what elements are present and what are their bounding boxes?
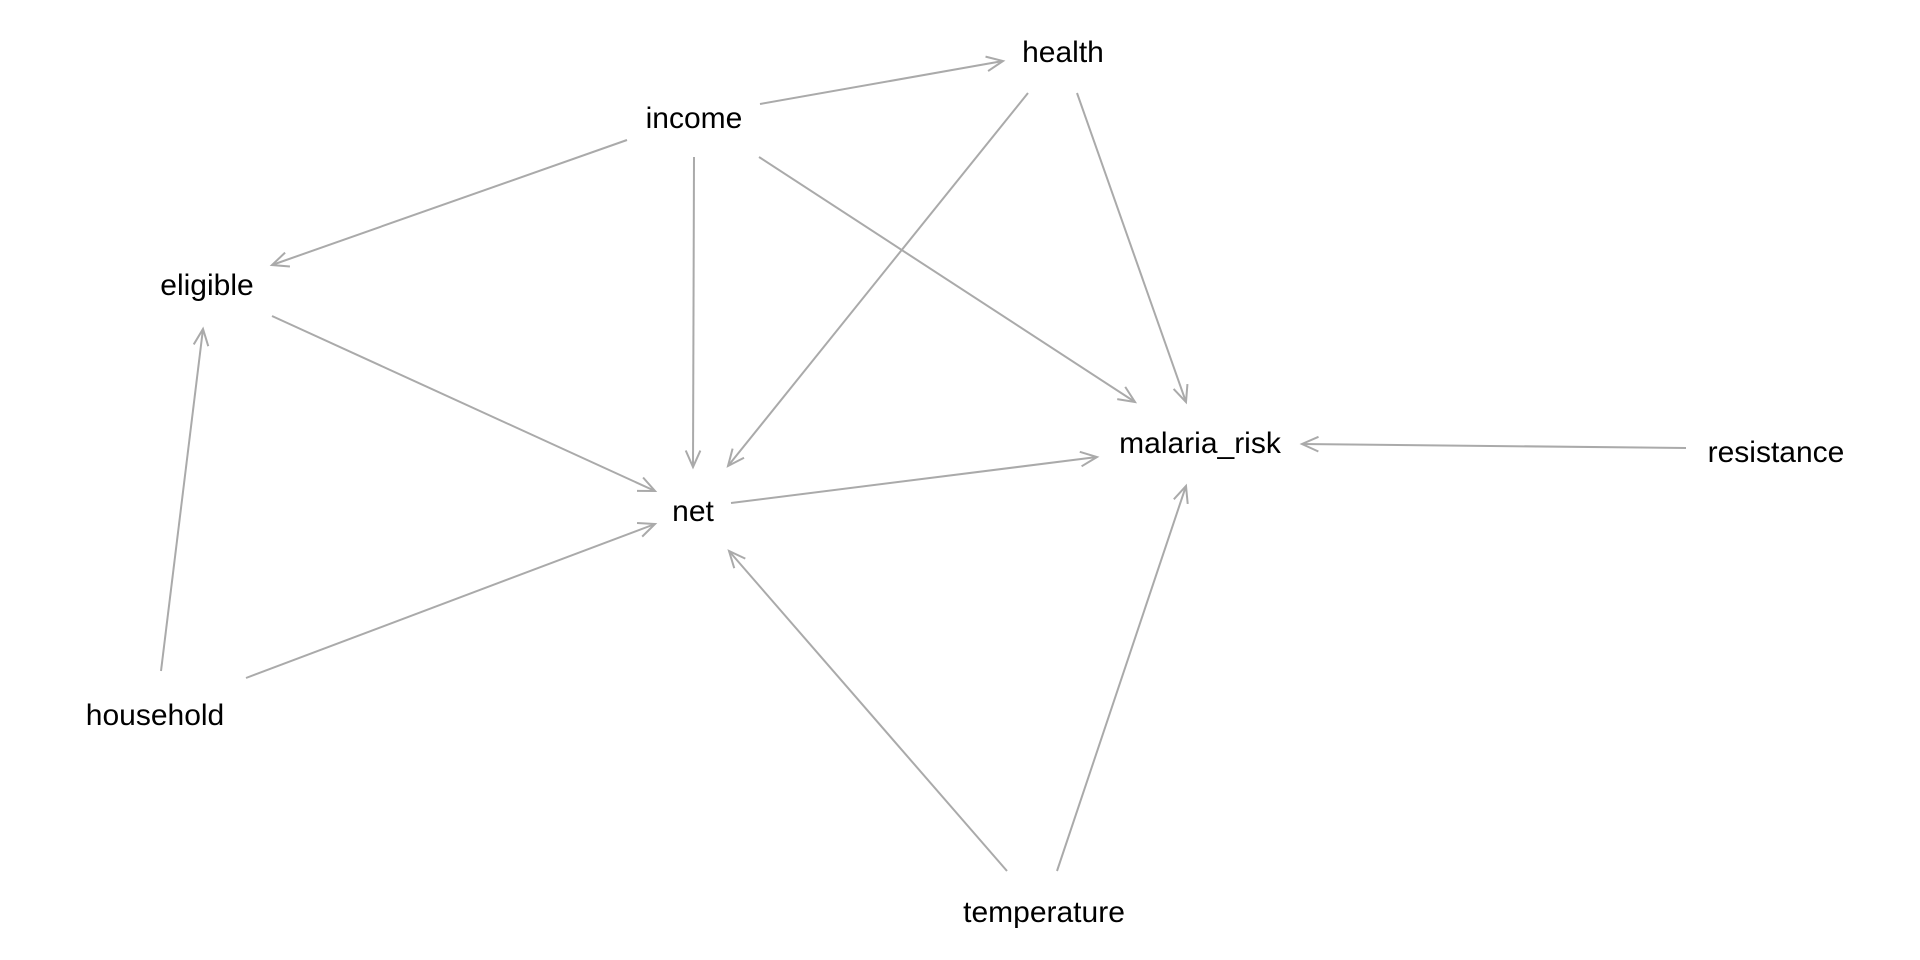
edge-income-to-malaria-risk <box>758 156 1138 404</box>
node-temperature: temperature <box>963 896 1125 929</box>
edge-line <box>160 328 204 672</box>
edges-layer <box>160 55 1687 872</box>
nodes-layer: health income eligible malaria_risk resi… <box>86 36 1845 929</box>
node-resistance: resistance <box>1708 436 1845 469</box>
edge-household-to-eligible <box>160 326 210 672</box>
arrowhead <box>684 450 702 470</box>
arrowhead <box>1299 435 1319 453</box>
arrowhead <box>1117 386 1138 404</box>
edge-net-to-malaria-risk <box>730 450 1100 504</box>
edge-income-to-eligible <box>269 139 628 268</box>
edge-line <box>1301 443 1687 449</box>
edge-temperature-to-malaria-risk <box>1056 483 1189 872</box>
edge-line <box>271 139 628 266</box>
edge-line <box>759 60 1004 105</box>
edge-line <box>727 92 1029 467</box>
edge-line <box>245 523 656 679</box>
node-malaria-risk: malaria_risk <box>1119 427 1282 460</box>
edge-line <box>1076 92 1187 403</box>
arrowhead <box>192 326 210 347</box>
edge-eligible-to-net <box>271 315 658 493</box>
node-health: health <box>1022 36 1104 69</box>
edge-line <box>1056 485 1187 872</box>
arrowhead <box>269 251 291 268</box>
arrowhead <box>636 476 658 493</box>
edge-line <box>692 156 695 468</box>
edge-line <box>728 550 1008 872</box>
arrowhead <box>1079 450 1100 468</box>
node-income: income <box>646 102 743 135</box>
edge-temperature-to-net <box>727 549 1008 872</box>
arrowhead <box>1173 483 1189 505</box>
edge-resistance-to-malaria-risk <box>1299 435 1687 453</box>
edge-income-to-health <box>759 55 1006 105</box>
arrowhead <box>726 448 745 468</box>
edge-household-to-net <box>245 521 658 679</box>
edge-line <box>271 315 656 492</box>
arrowhead <box>636 521 658 538</box>
node-net: net <box>672 495 714 528</box>
node-eligible: eligible <box>160 269 253 302</box>
edge-line <box>730 456 1098 504</box>
arrowhead <box>727 549 746 569</box>
arrowhead <box>1172 383 1189 405</box>
edge-income-to-net <box>684 156 702 470</box>
edge-health-to-net <box>726 92 1029 468</box>
arrowhead <box>985 55 1006 72</box>
node-household: household <box>86 699 224 732</box>
edge-health-to-malaria-risk <box>1076 92 1189 405</box>
edge-line <box>758 156 1136 403</box>
